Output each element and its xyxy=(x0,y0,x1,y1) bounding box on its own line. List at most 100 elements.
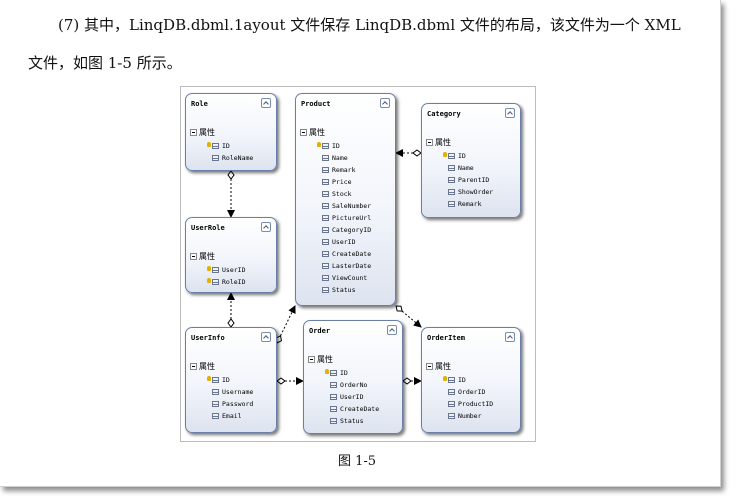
entity-field[interactable]: ID xyxy=(458,152,466,160)
property-icon xyxy=(330,370,337,376)
entity-field[interactable]: Stock xyxy=(332,190,352,198)
properties-section[interactable]: 属性 xyxy=(190,361,215,372)
property-icon xyxy=(448,177,455,183)
property-icon xyxy=(448,413,455,419)
collapse-minus-icon[interactable] xyxy=(308,356,315,363)
collapse-chevron-icon[interactable] xyxy=(380,98,390,108)
entity-field[interactable]: Number xyxy=(458,412,482,420)
entity-field[interactable]: RoleID xyxy=(222,278,246,286)
properties-section[interactable]: 属性 xyxy=(426,137,451,148)
entity-field[interactable]: Price xyxy=(332,178,352,186)
properties-section[interactable]: 属性 xyxy=(300,127,325,138)
entity-field[interactable]: ID xyxy=(340,369,348,377)
collapse-chevron-icon[interactable] xyxy=(261,332,271,342)
entity-field[interactable]: ID xyxy=(332,142,340,150)
property-icon xyxy=(448,201,455,207)
entity-field[interactable]: Status xyxy=(340,417,364,425)
property-icon xyxy=(330,394,337,400)
collapse-chevron-icon[interactable] xyxy=(505,108,515,118)
primary-key-icon xyxy=(443,152,447,157)
entity-field[interactable]: ProductID xyxy=(458,400,494,408)
collapse-minus-icon[interactable] xyxy=(190,129,197,136)
entity-field[interactable]: OrderNo xyxy=(340,381,368,389)
entity-title: Order xyxy=(309,327,331,335)
section-label: 属性 xyxy=(435,138,451,147)
entity-field[interactable]: Remark xyxy=(458,200,482,208)
property-icon xyxy=(448,377,455,383)
entity-field[interactable]: Email xyxy=(222,412,242,420)
collapse-minus-icon[interactable] xyxy=(426,363,433,370)
collapse-minus-icon[interactable] xyxy=(190,253,197,260)
entity-field[interactable]: OrderID xyxy=(458,388,486,396)
properties-section[interactable]: 属性 xyxy=(190,251,215,262)
entity-title: Role xyxy=(191,100,208,108)
entity-field[interactable]: UserID xyxy=(222,266,246,274)
entity-field[interactable]: Username xyxy=(222,388,254,396)
entity-field[interactable]: Password xyxy=(222,400,254,408)
entity-title: UserInfo xyxy=(191,334,225,342)
entity-field[interactable]: UserID xyxy=(340,393,364,401)
property-icon xyxy=(322,275,329,281)
collapse-chevron-icon[interactable] xyxy=(387,325,397,335)
entity-title: Product xyxy=(301,100,331,108)
entity-field[interactable]: ParentID xyxy=(458,176,490,184)
property-icon xyxy=(212,279,219,285)
entity-field[interactable]: ID xyxy=(458,376,466,384)
property-icon xyxy=(448,401,455,407)
document-page: (7) 其中，LinqDB.dbml.1ayout 文件保存 LinqDB.db… xyxy=(0,0,721,487)
entity-field[interactable]: CategoryID xyxy=(332,226,372,234)
entity-field[interactable]: UserID xyxy=(332,238,356,246)
entity-field[interactable]: ViewCount xyxy=(332,274,368,282)
collapse-chevron-icon[interactable] xyxy=(261,222,271,232)
primary-key-icon xyxy=(207,376,211,381)
collapse-minus-icon[interactable] xyxy=(300,129,307,136)
entity-field[interactable]: Remark xyxy=(332,166,356,174)
property-icon xyxy=(212,143,219,149)
entity-role[interactable]: Role 属性 ID RoleName xyxy=(185,93,277,171)
property-icon xyxy=(330,418,337,424)
collapse-minus-icon[interactable] xyxy=(190,363,197,370)
primary-key-icon xyxy=(443,376,447,381)
property-icon xyxy=(322,251,329,257)
property-icon xyxy=(212,401,219,407)
entity-field[interactable]: Name xyxy=(332,154,348,162)
entity-field[interactable]: CreateDate xyxy=(332,250,372,258)
property-icon xyxy=(322,167,329,173)
property-icon xyxy=(212,377,219,383)
entity-title: Category xyxy=(427,110,461,118)
property-icon xyxy=(212,413,219,419)
entity-field[interactable]: ID xyxy=(222,376,230,384)
property-icon xyxy=(330,382,337,388)
entity-field[interactable]: LasterDate xyxy=(332,262,372,270)
properties-section[interactable]: 属性 xyxy=(190,127,215,138)
property-icon xyxy=(322,287,329,293)
property-icon xyxy=(448,165,455,171)
collapse-chevron-icon[interactable] xyxy=(261,98,271,108)
entity-field[interactable]: RoleName xyxy=(222,154,254,162)
entity-field[interactable]: Status xyxy=(332,286,356,294)
entity-field[interactable]: PictureUrl xyxy=(332,214,372,222)
link-product-orderitem[interactable] xyxy=(395,305,422,328)
collapse-chevron-icon[interactable] xyxy=(505,332,515,342)
entity-field[interactable]: Name xyxy=(458,164,474,172)
entity-title: UserRole xyxy=(191,224,225,232)
properties-section[interactable]: 属性 xyxy=(308,354,333,365)
section-label: 属性 xyxy=(317,355,333,364)
collapse-minus-icon[interactable] xyxy=(426,139,433,146)
entity-userrole[interactable]: UserRole 属性 UserID RoleID xyxy=(185,217,277,293)
entity-field[interactable]: SaleNumber xyxy=(332,202,372,210)
primary-key-icon xyxy=(207,266,211,271)
properties-section[interactable]: 属性 xyxy=(426,361,451,372)
property-icon xyxy=(212,155,219,161)
entity-field[interactable]: ID xyxy=(222,142,230,150)
entity-field[interactable]: ShowOrder xyxy=(458,188,494,196)
entity-field[interactable]: CreateDate xyxy=(340,405,380,413)
property-icon xyxy=(448,153,455,159)
link-userinfo-product[interactable] xyxy=(275,305,296,344)
property-icon xyxy=(322,155,329,161)
